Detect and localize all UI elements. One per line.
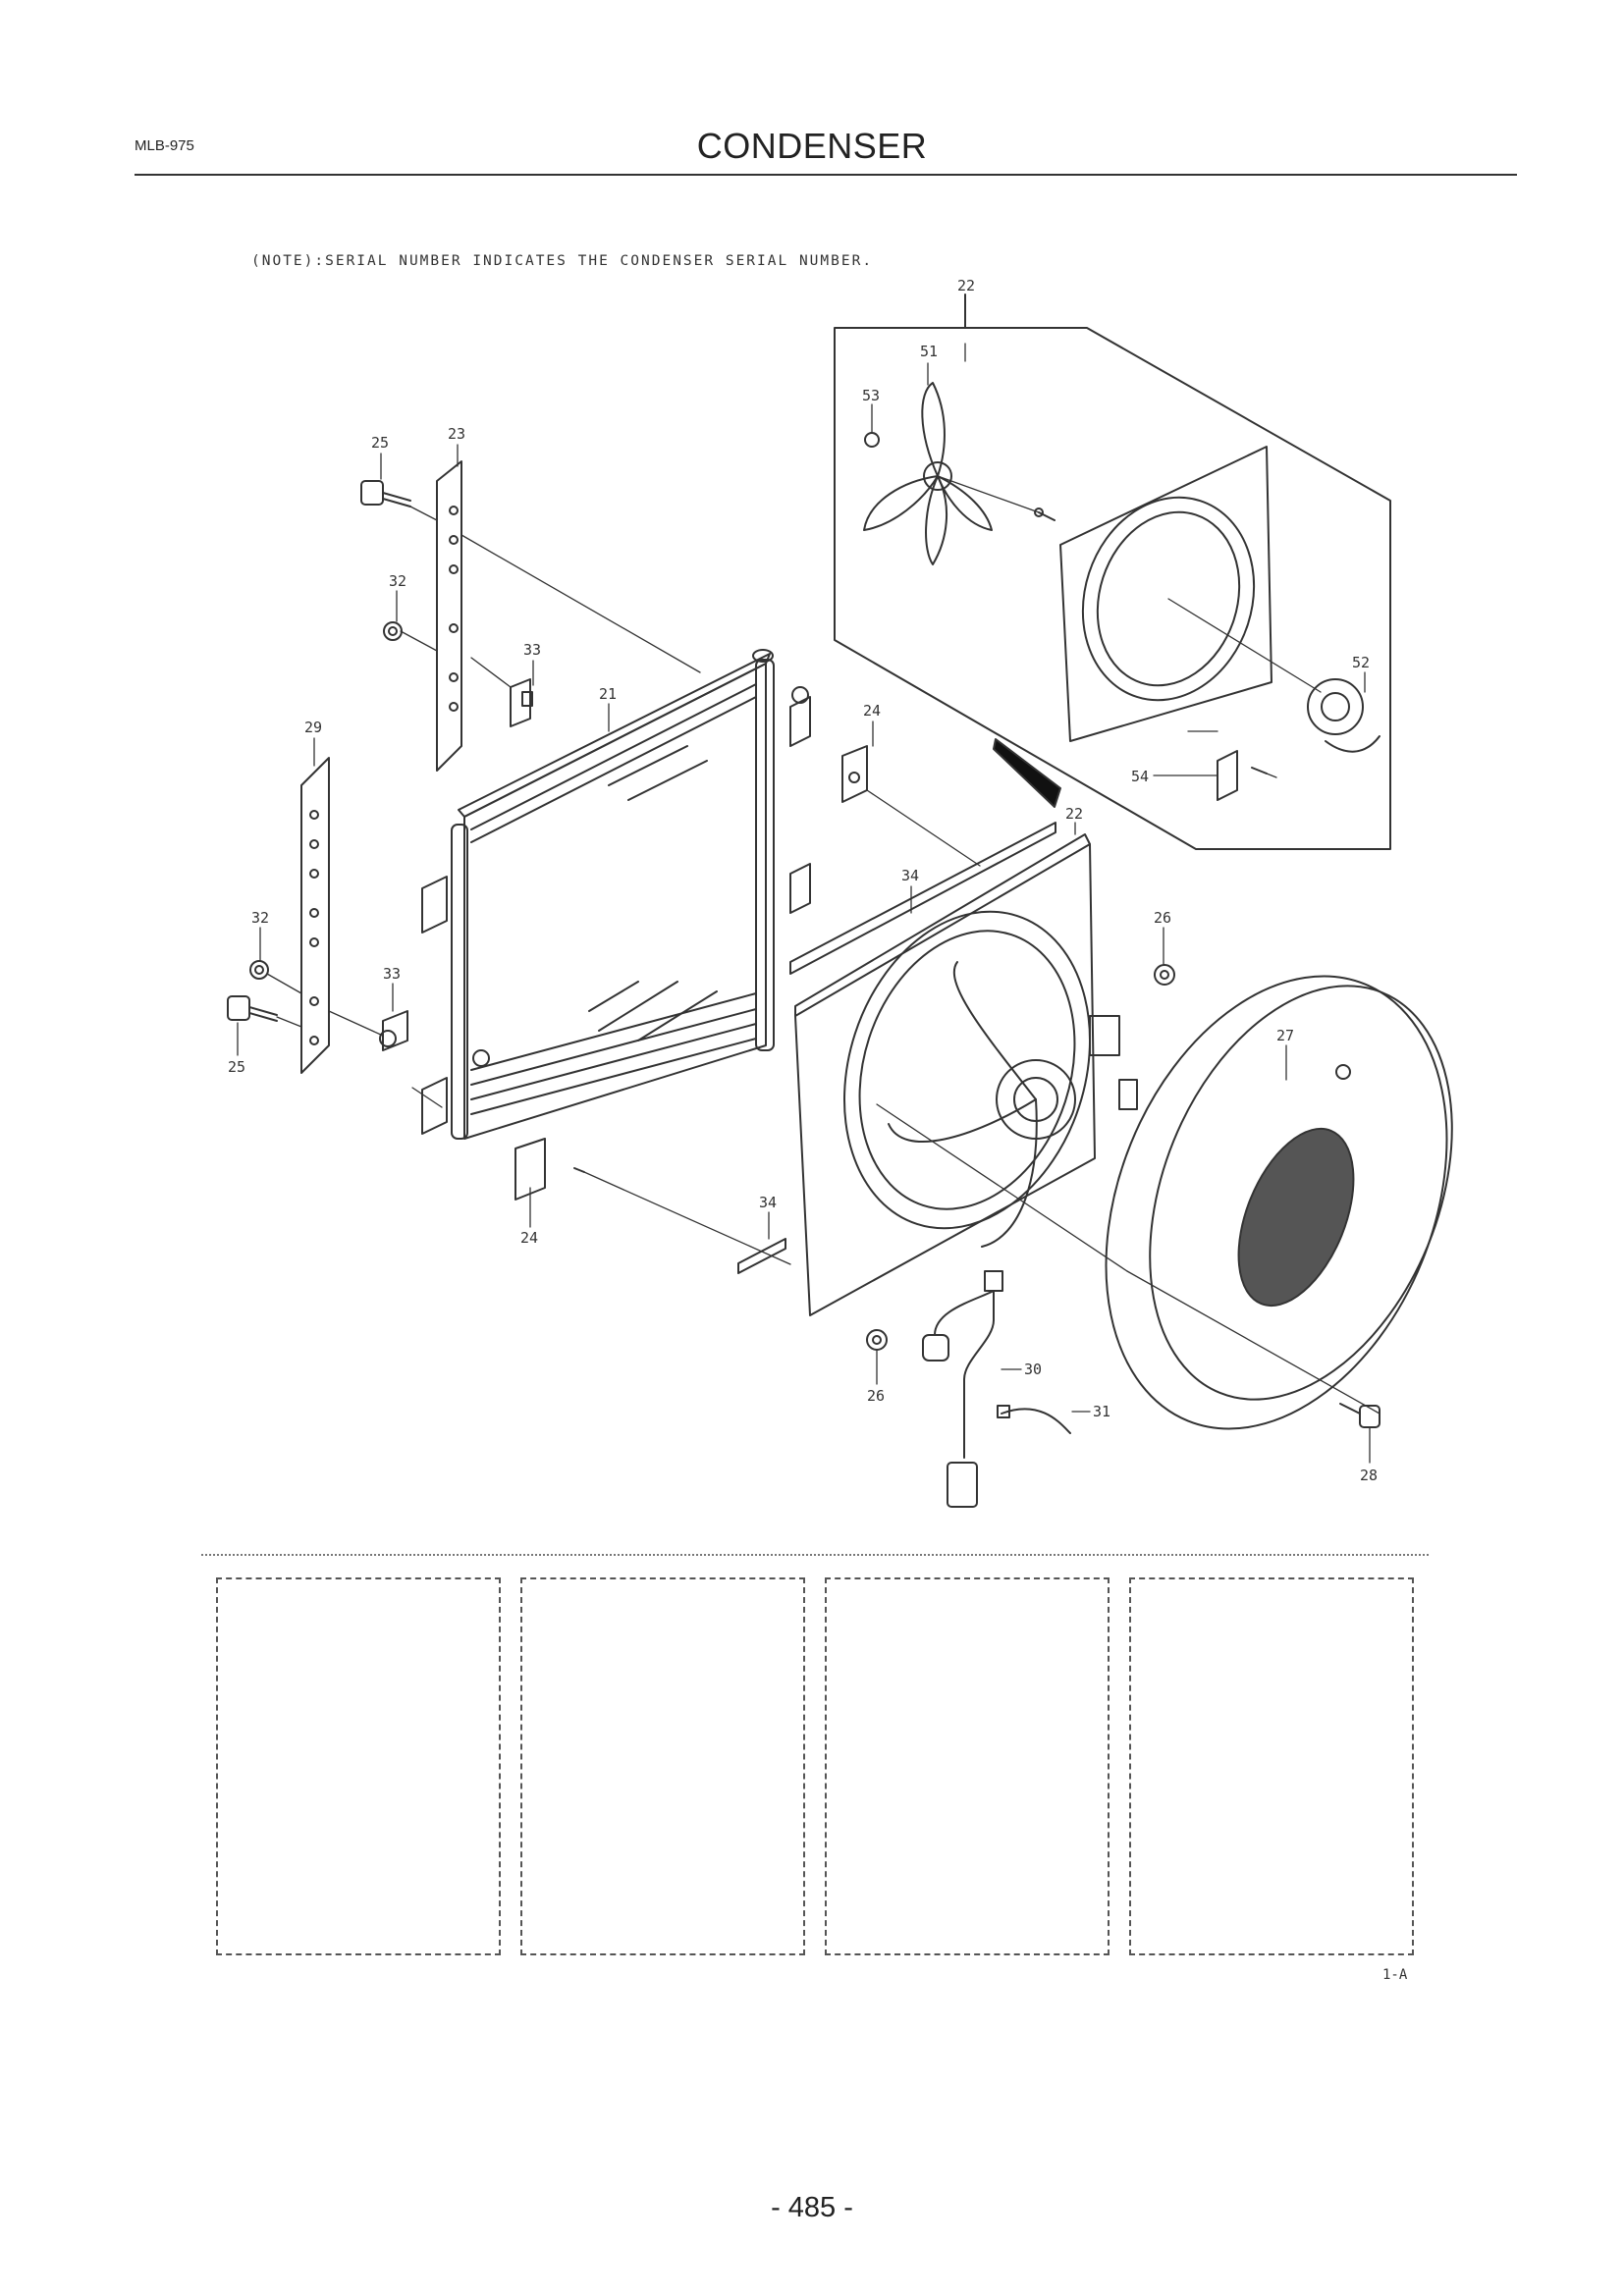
serial-box-1 [216, 1577, 501, 1955]
clip-33-upper [510, 678, 533, 727]
callout-32-upper: 32 [389, 572, 406, 590]
callout-26-upper: 26 [1154, 909, 1171, 927]
side-bracket-23 [436, 460, 462, 772]
inset-nut-53 [864, 432, 880, 448]
harness-clamp [997, 1405, 1071, 1434]
callout-34-lower: 34 [759, 1194, 777, 1211]
callout-34-upper: 34 [901, 867, 919, 884]
serial-separator [201, 1554, 1429, 1556]
serial-box-3 [825, 1577, 1110, 1955]
bolt-28 [1339, 1403, 1380, 1428]
inset-fan-blade [863, 382, 993, 565]
callout-21: 21 [599, 685, 617, 703]
callout-54: 54 [1131, 768, 1149, 785]
callout-33-lower: 33 [383, 965, 401, 983]
callout-24-upper: 24 [863, 702, 881, 720]
fan-shroud [794, 833, 1138, 1316]
nut-26-lower [866, 1329, 888, 1351]
callout-22-inset: 22 [957, 277, 975, 294]
callout-28: 28 [1360, 1467, 1378, 1484]
serial-box-2 [520, 1577, 805, 1955]
callout-25-lower: 25 [228, 1058, 245, 1076]
inset-bracket-54 [1217, 750, 1268, 801]
callout-24-lower: 24 [520, 1229, 538, 1247]
inset-screw [1034, 507, 1056, 521]
figure-reference: 1-A [1382, 1967, 1408, 1983]
bolt-25-lower [227, 995, 278, 1022]
callout-23: 23 [448, 425, 465, 443]
nut-26-upper [1154, 964, 1175, 986]
callout-33-upper: 33 [523, 641, 541, 659]
diagram-note: (NOTE):SERIAL NUMBER INDICATES THE CONDE… [251, 253, 874, 269]
condenser-core [421, 649, 811, 1140]
callout-25-upper: 25 [371, 434, 389, 452]
wiring-harness [922, 1270, 1003, 1508]
callout-30: 30 [1024, 1361, 1042, 1378]
callout-51: 51 [920, 343, 938, 360]
inset-fan-shroud [1059, 446, 1272, 742]
assembly-arrow [993, 738, 1061, 808]
seal-strip-34-upper [789, 822, 1056, 975]
page-number: - 485 - [771, 2192, 853, 2223]
nut-32-upper [383, 621, 403, 641]
nut-32-lower [249, 960, 269, 980]
bolt-25-upper [360, 480, 411, 507]
callout-31: 31 [1093, 1403, 1110, 1420]
model-code: MLB-975 [135, 137, 194, 154]
callout-53: 53 [862, 387, 880, 404]
callout-52: 52 [1352, 654, 1370, 671]
callout-26-lower: 26 [867, 1387, 885, 1405]
fan-assembly-inset [834, 294, 1391, 850]
serial-box-4 [1129, 1577, 1414, 1955]
inset-motor [1307, 678, 1380, 753]
header-rule [135, 174, 1517, 176]
seal-strip-34-lower [737, 1238, 786, 1274]
page-title: CONDENSER [696, 126, 928, 166]
bracket-24-lower [514, 1138, 585, 1201]
callout-29: 29 [304, 719, 322, 736]
side-bracket-29 [300, 757, 330, 1074]
callout-27: 27 [1276, 1027, 1294, 1044]
callout-22-shroud: 22 [1065, 805, 1083, 823]
bracket-24-upper [841, 745, 868, 803]
callout-32-lower: 32 [251, 909, 269, 927]
clip-33-lower [379, 1010, 408, 1051]
fan-guard [1105, 975, 1453, 1430]
